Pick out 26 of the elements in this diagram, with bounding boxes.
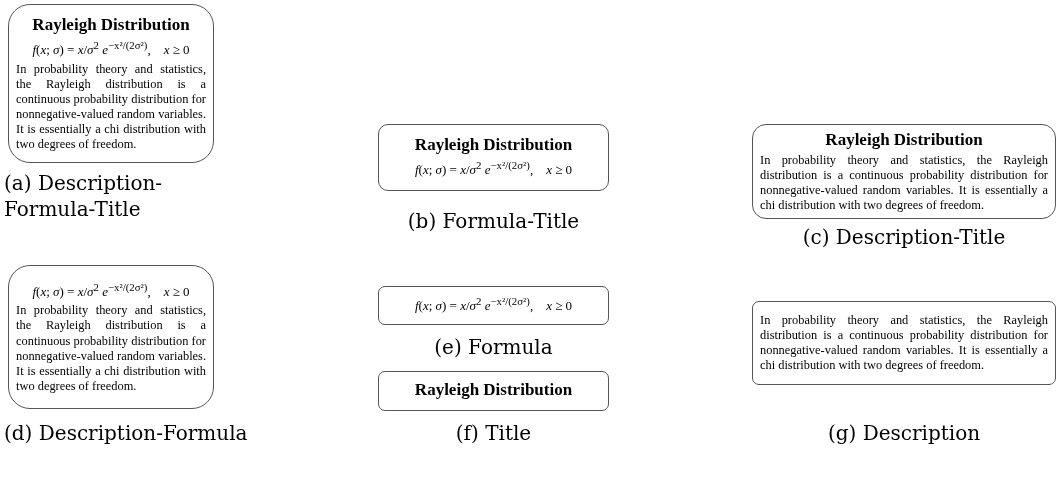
- rounded-card: [752, 301, 1056, 385]
- panel-caption: (d) Description-Formula: [4, 420, 249, 446]
- formula-text: f(x; σ) = x/σ$^{2}$ e$^{−x²/(2σ²)}$, x ≥ 0: [413, 158, 574, 179]
- rounded-card: [378, 286, 609, 325]
- formula-text: f(x; σ) = x/σ$^{2}$ e$^{−x²/(2σ²)}$, x ≥ 0: [31, 280, 191, 301]
- panel-caption: (g) Description: [826, 420, 982, 446]
- panel-caption: (c) Description-Title: [801, 224, 1007, 250]
- formula-text: f(x; σ) = x/σ$^{2}$ e$^{−x²/(2σ²)}$, x ≥ 0: [31, 39, 191, 59]
- rounded-card: [378, 124, 609, 191]
- panel-caption: (f) Title: [454, 420, 533, 446]
- rounded-card: [8, 265, 214, 409]
- description-text: In probability theory and statistics, the Rayleigh distribution is a continuous probability distribution for nonnegative-valued random variables. It is essentially a chi distribution with two degrees of freedom.: [16, 303, 206, 395]
- description-text: In probability theory and statistics, the Rayleigh distribution is a continuous probability distribution for nonnegative-valued random variables. It is essentially a chi distribution with two degrees of freedom.: [16, 61, 206, 153]
- formula-text: f(x; σ) = x/σ$^{2}$ e$^{−x²/(2σ²)}$, x ≥ 0: [413, 294, 574, 315]
- panel-caption: (b) Formula-Title: [406, 208, 581, 234]
- rounded-card: [378, 371, 609, 411]
- panel-caption: (a) Description-Formula-Title: [4, 170, 164, 222]
- description-text: In probability theory and statistics, the Rayleigh distribution is a continuous probability distribution for nonnegative-valued random variables. It is essentially a chi distribution with two degrees of freedom.: [760, 312, 1048, 374]
- panel-caption: (e) Formula: [433, 334, 554, 360]
- rounded-card: [8, 4, 214, 163]
- title-text: Rayleigh Distribution: [413, 380, 574, 400]
- description-text: In probability theory and statistics, the Rayleigh distribution is a continuous probability distribution for nonnegative-valued random variables. It is essentially a chi distribution with two degrees of freedom.: [760, 153, 1048, 214]
- title-text: Rayleigh Distribution: [413, 134, 574, 155]
- title-text: Rayleigh Distribution: [824, 130, 984, 150]
- rounded-card: [752, 124, 1056, 219]
- title-text: Rayleigh Distribution: [31, 15, 191, 36]
